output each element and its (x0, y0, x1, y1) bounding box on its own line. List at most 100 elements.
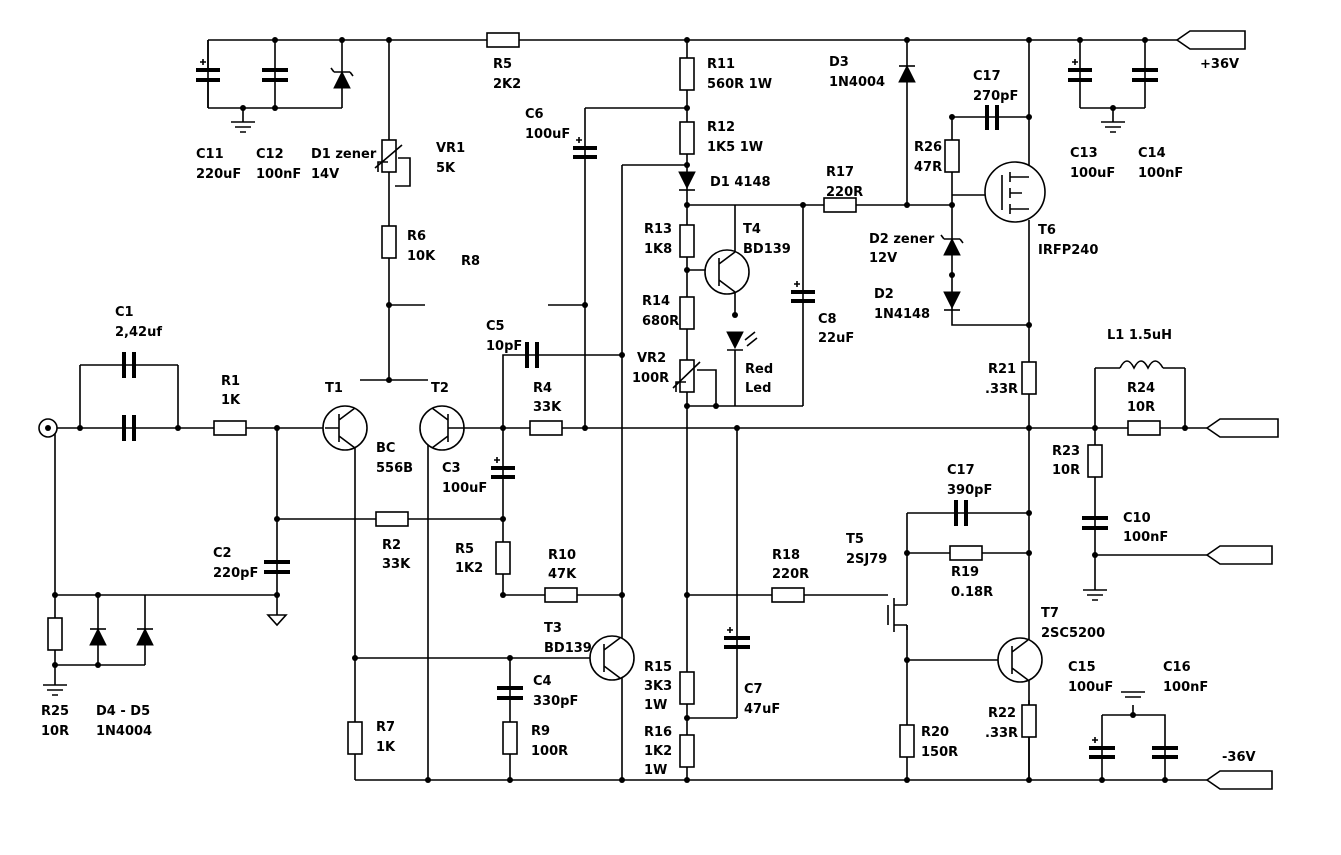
label-r7-val: 1K (376, 740, 396, 755)
label-r2-val: 33K (382, 557, 411, 572)
label-t4-ref: T4 (743, 222, 761, 237)
label-r23-val: 10R (1052, 463, 1080, 478)
label-d2z-ref: D2 zener (869, 232, 935, 247)
label-t6-ref: T6 (1038, 223, 1056, 238)
label-r1-ref: R1 (221, 374, 240, 389)
label-r4-val: 33K (533, 400, 562, 415)
label-vr2-ref: VR2 (637, 351, 666, 366)
label-r17-val: 220R (826, 185, 863, 200)
label-d3-val: 1N4004 (829, 75, 885, 90)
label-c7-ref: C7 (744, 682, 763, 697)
label-r24-val: 10R (1127, 400, 1155, 415)
label-c7-val: 47uF (744, 702, 780, 717)
label-r7-ref: R7 (376, 720, 395, 735)
label-r13-ref: R13 (644, 222, 672, 237)
label-r20-val: 150R (921, 745, 958, 760)
label-r10-val: 47K (548, 567, 577, 582)
label-c17b-ref: C17 (947, 463, 975, 478)
label-r18-ref: R18 (772, 548, 800, 563)
label-vminus: -36V (1222, 750, 1256, 765)
label-d3-ref: D3 (829, 55, 849, 70)
label-r26-val: 47R (914, 160, 942, 175)
label-r12-val: 1K5 1W (707, 140, 763, 155)
label-t5-ref: T5 (846, 532, 864, 547)
label-c6-val: 100uF (525, 127, 570, 142)
label-r5-val: 2K2 (493, 77, 521, 92)
label-c15-ref: C15 (1068, 660, 1096, 675)
label-r20-ref: R20 (921, 725, 949, 740)
diodes (89, 64, 964, 646)
label-c17a-ref: C17 (973, 69, 1001, 84)
label-c12-val: 100nF (256, 167, 301, 182)
capacitors (122, 40, 1178, 759)
label-c1-ref: C1 (115, 305, 134, 320)
label-c13-val: 100uF (1070, 166, 1115, 181)
label-r23-ref: R23 (1052, 444, 1080, 459)
label-c2-val: 220pF (213, 566, 258, 581)
label-c4-val: 330pF (533, 694, 578, 709)
label-led-ref: Red (745, 362, 773, 377)
label-r4-ref: R4 (533, 381, 552, 396)
label-r19-ref: R19 (951, 565, 979, 580)
label-r22-val: .33R (985, 726, 1018, 741)
label-r5b-ref: R5 (455, 542, 474, 557)
label-t5-val: 2SJ79 (846, 552, 887, 567)
label-r16-val2: 1W (644, 763, 667, 778)
transistors (322, 161, 1164, 683)
label-r26-ref: R26 (914, 140, 942, 155)
label-d2z-val: 12V (869, 251, 897, 266)
label-r10-ref: R10 (548, 548, 576, 563)
label-r9-ref: R9 (531, 724, 550, 739)
label-r24-ref: R24 (1127, 381, 1155, 396)
wires (54, 39, 1215, 781)
label-r11-val: 560R 1W (707, 77, 772, 92)
label-r6-val: 10K (407, 249, 436, 264)
label-c16-val: 100nF (1163, 680, 1208, 695)
label-led-val: Led (745, 381, 771, 396)
label-r16-ref: R16 (644, 725, 672, 740)
label-r9-val: 100R (531, 744, 568, 759)
label-t1-ref: T1 (325, 381, 343, 396)
label-c8-val: 22uF (818, 331, 854, 346)
label-vplus: +36V (1200, 57, 1239, 72)
label-c12-ref: C12 (256, 147, 284, 162)
label-d1z-ref: D1 zener (311, 147, 377, 162)
label-l1-ref: L1 1.5uH (1107, 328, 1172, 343)
label-t7-ref: T7 (1041, 606, 1059, 621)
label-d2-ref: D2 (874, 287, 894, 302)
label-r5b-val: 1K2 (455, 561, 483, 576)
label-c5-val: 10pF (486, 339, 522, 354)
label-c14-val: 100nF (1138, 166, 1183, 181)
label-t2-ref: T2 (431, 381, 449, 396)
label-r11-ref: R11 (707, 57, 735, 72)
label-r15-ref: R15 (644, 660, 672, 675)
label-c10-ref: C10 (1123, 511, 1151, 526)
grounds-and-terminals (38, 30, 1279, 790)
label-r15-val2: 1W (644, 698, 667, 713)
label-c6-ref: C6 (525, 107, 544, 122)
label-d45-ref: D4 - D5 (96, 704, 150, 719)
label-c13-ref: C13 (1070, 146, 1098, 161)
label-t7-val: 2SC5200 (1041, 626, 1105, 641)
label-d1z-val: 14V (311, 167, 339, 182)
label-r12-ref: R12 (707, 120, 735, 135)
label-c16-ref: C16 (1163, 660, 1191, 675)
label-c5-ref: C5 (486, 319, 505, 334)
label-c11-ref: C11 (196, 147, 224, 162)
label-r21-ref: R21 (988, 362, 1016, 377)
label-t3-ref: T3 (544, 621, 562, 636)
label-c15-val: 100uF (1068, 680, 1113, 695)
label-c4-ref: C4 (533, 674, 552, 689)
label-d1-ref: D1 4148 (710, 175, 771, 190)
label-vr1-ref: VR1 (436, 141, 465, 156)
label-t6-val: IRFP240 (1038, 243, 1098, 258)
label-r25-val: 10R (41, 724, 69, 739)
label-c2-ref: C2 (213, 546, 232, 561)
resistors (47, 32, 1161, 768)
label-r18-val: 220R (772, 567, 809, 582)
component-labels: C11 220uF C12 100nF D1 zener 14V VR1 5K … (41, 55, 1256, 778)
label-r2-ref: R2 (382, 538, 401, 553)
label-c8-ref: C8 (818, 312, 837, 327)
junctions (52, 37, 1188, 783)
